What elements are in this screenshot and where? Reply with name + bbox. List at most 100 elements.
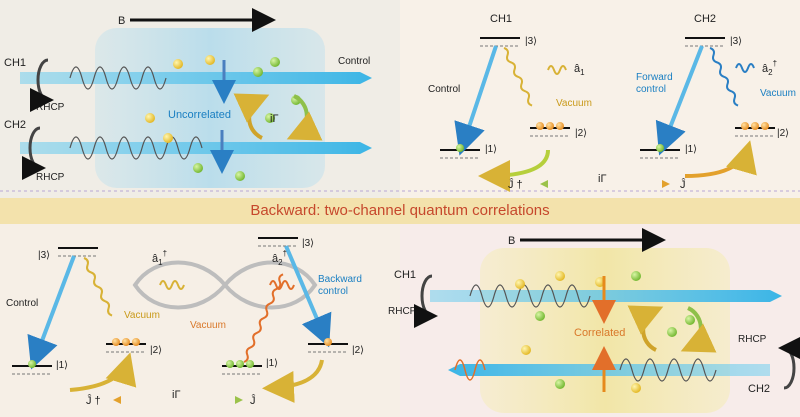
coupling-label: iΓ — [270, 113, 279, 125]
vacuum-transition-wave — [709, 47, 739, 107]
forward-control-line1: Forward — [636, 72, 673, 83]
atom-icon — [205, 55, 215, 65]
ch2-label: CH2 — [748, 383, 770, 395]
panel-bottom-left — [0, 224, 400, 417]
beam-ch2 — [448, 364, 770, 376]
atom-icon — [515, 279, 525, 289]
photon-label: â2† — [762, 59, 777, 77]
top-mid-diagram: CH1 |3⟩ |2⟩ |1⟩ Control Vacuum â1 — [428, 13, 592, 159]
vacuum-label: Vacuum — [190, 320, 226, 331]
control-label: Control — [428, 84, 460, 95]
vacuum-transition-wave — [83, 257, 113, 317]
level-1-label: |1⟩ — [266, 358, 278, 369]
atom-icon — [324, 338, 332, 346]
top-right-diagram: CH2 |3⟩ |2⟩ |1⟩ Forward control Vacuum â… — [636, 13, 796, 159]
rhcp-label-2: RHCP — [738, 334, 767, 345]
atom-icon — [246, 360, 254, 368]
j-dagger-label: Ĵ † — [86, 394, 101, 407]
bottom-left-diagram: |3⟩ |2⟩ |1⟩ Control Vacuum â1† â2† — [6, 247, 318, 375]
backward-control-line1: Backward — [318, 274, 362, 285]
atom-icon — [555, 271, 565, 281]
rhcp-rotation-2-icon — [778, 336, 800, 390]
beam-ch1 — [20, 72, 372, 84]
photon-1-icon — [159, 280, 185, 290]
field-label: B — [118, 15, 125, 27]
atom-icon — [112, 338, 120, 346]
rhcp-rotation-1-icon — [413, 274, 438, 328]
atom-icon — [226, 360, 234, 368]
return-arrow-left-icon — [478, 149, 550, 192]
banner-background — [0, 198, 800, 224]
wave-ch1-icon — [69, 66, 167, 90]
coupling-arrow-left-icon — [627, 305, 664, 352]
atom-icon — [631, 271, 641, 281]
bottom-mid-diagram: |3⟩ |2⟩ |1⟩ Vacuum Backward control — [190, 237, 364, 375]
atom-icon — [667, 327, 677, 337]
wave-ch2-icon — [619, 358, 717, 382]
coupling-mid-label: iΓ — [598, 173, 607, 185]
forward-control-line2: control — [636, 84, 666, 95]
backward-control-arrow — [284, 245, 332, 348]
coupling-arrowhead-left-icon — [113, 396, 121, 404]
atom-icon — [556, 122, 564, 130]
j-label: Ĵ — [250, 394, 256, 407]
return-arrow-right-icon — [684, 140, 757, 178]
top-left-diagram: B CH1 CH2 RHCP RHCP Control Uncorrelated — [4, 8, 372, 188]
level-3-label: |3⟩ — [38, 250, 50, 261]
vapor-cell — [95, 28, 325, 188]
forward-control-arrow — [655, 45, 704, 156]
vacuum-label: Vacuum — [556, 98, 592, 109]
j-dagger-label: Ĵ † — [508, 178, 523, 191]
level-2-label: |2⟩ — [352, 345, 364, 356]
vacuum-transition-wave — [503, 47, 533, 107]
level-3-label: |3⟩ — [525, 36, 537, 47]
atom-icon — [163, 133, 173, 143]
atom-icon — [132, 338, 140, 346]
bottom-right-diagram: B CH1 RHCP RHCP CH2 Correlated — [388, 228, 800, 413]
level-3-label: |3⟩ — [302, 238, 314, 249]
atom-icon — [685, 315, 695, 325]
atom-icon — [145, 113, 155, 123]
entanglement-loop-icon — [132, 260, 318, 310]
coupling-arrow-right-icon — [286, 94, 323, 141]
coupling-arrowhead-right-icon — [235, 396, 243, 404]
coupling-arrow-left-icon — [233, 93, 270, 140]
atom-icon — [193, 163, 203, 173]
j-label: Ĵ — [680, 178, 686, 191]
level-2-label: |2⟩ — [150, 345, 162, 356]
atom-icon — [122, 338, 130, 346]
level-3-label: |3⟩ — [730, 36, 742, 47]
rhcp-label-1: RHCP — [388, 306, 417, 317]
backward-control-line2: control — [318, 286, 348, 297]
ch2-title: CH2 — [694, 13, 716, 25]
coupling-arrowhead-left-icon — [540, 180, 548, 188]
wave-ch1-icon — [469, 284, 591, 308]
rhcp-rotation-2-icon — [21, 126, 46, 180]
photon-2-label: â2† — [272, 249, 287, 267]
atom-icon — [751, 122, 759, 130]
correlated-label: Correlated — [574, 327, 625, 339]
atom-icon — [555, 379, 565, 389]
atom-icon — [546, 122, 554, 130]
vacuum-transition-wave — [243, 273, 284, 363]
atom-icon — [28, 360, 36, 368]
ch2-label: CH2 — [4, 119, 26, 131]
photon-icon — [735, 63, 755, 73]
atom-icon — [521, 345, 531, 355]
atom-icon — [741, 122, 749, 130]
level-1-label: |1⟩ — [485, 144, 497, 155]
level-1-label: |1⟩ — [56, 360, 68, 371]
photon-icon — [547, 65, 567, 75]
stokes-wave-icon — [454, 359, 486, 381]
control-transition-arrow — [27, 255, 76, 370]
atom-icon — [761, 122, 769, 130]
atom-icon — [536, 122, 544, 130]
ch1-label: CH1 — [394, 269, 416, 281]
vacuum-label: Vacuum — [124, 310, 160, 321]
coupling-arrowhead-right-icon — [662, 180, 670, 188]
top-coupling-row: Ĵ † iΓ Ĵ — [478, 140, 757, 192]
beam-ch2 — [20, 142, 372, 154]
atom-icon — [535, 311, 545, 321]
return-arrow-left-icon — [69, 352, 137, 392]
